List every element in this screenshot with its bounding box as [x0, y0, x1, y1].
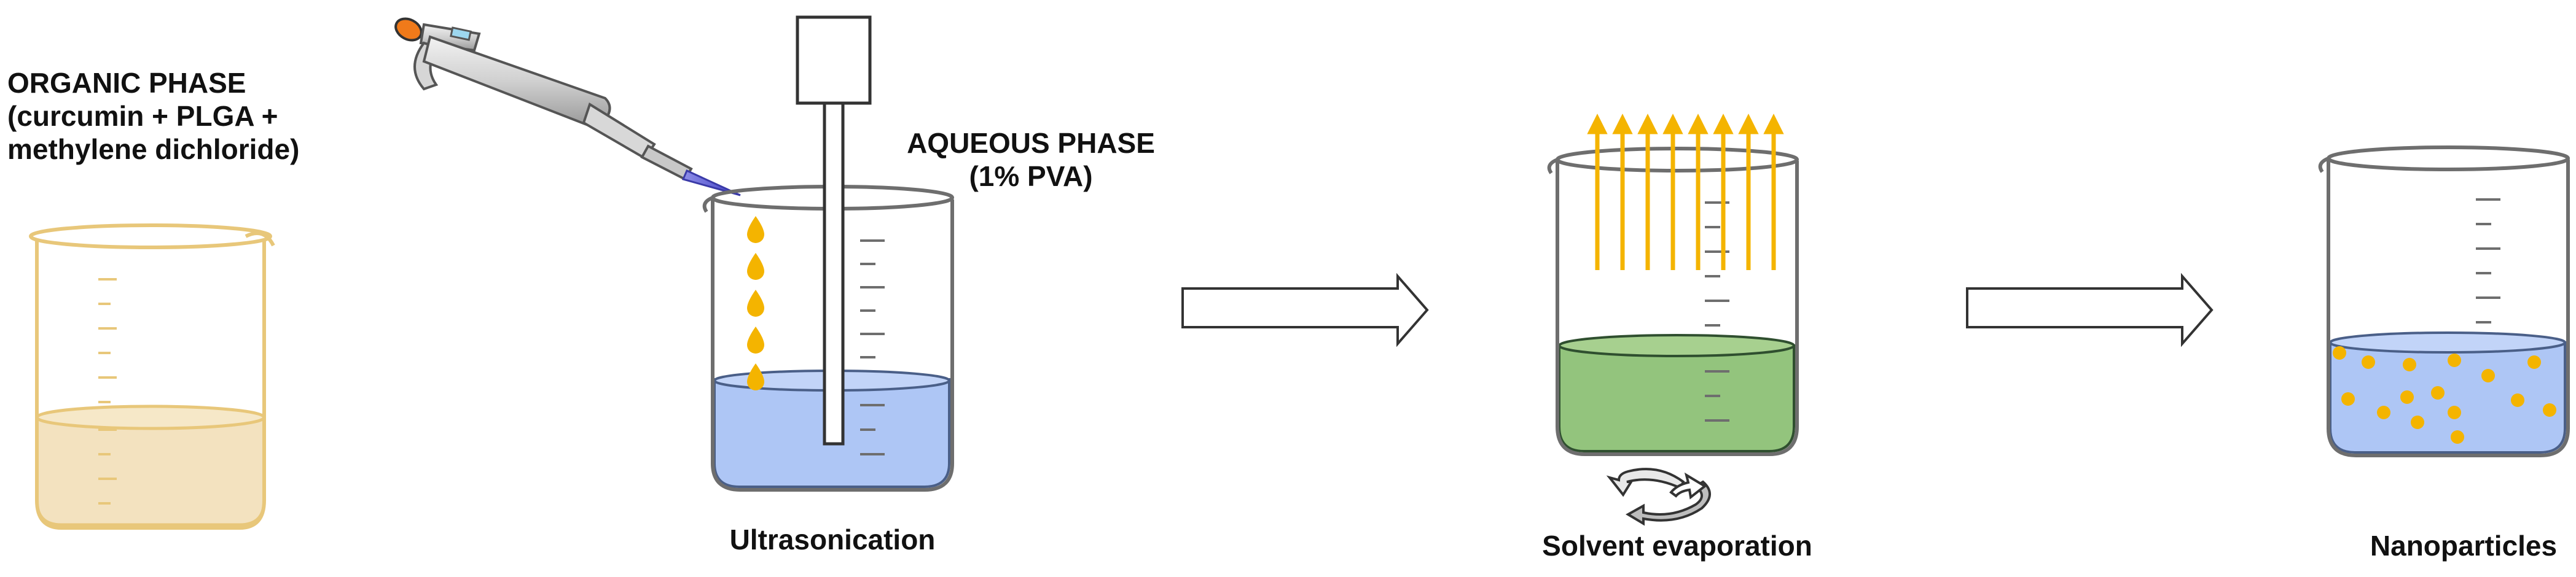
process-arrow-icon [1966, 273, 2214, 347]
nanoparticle-beaker [2318, 145, 2570, 457]
droplet [747, 363, 764, 390]
nanoparticle [2333, 346, 2346, 360]
droplet [747, 216, 764, 243]
pipette-tip [681, 169, 741, 196]
nanoparticle [2451, 430, 2464, 444]
nanoparticle [2403, 358, 2416, 371]
pipette-icon [394, 17, 741, 196]
evaporation-beaker [1547, 147, 1799, 456]
solvent-evaporation-label: Solvent evaporation [1542, 530, 1812, 562]
aqueous-phase-line1: AQUEOUS PHASE [907, 127, 1155, 159]
nanoparticle [2481, 369, 2495, 382]
droplet [747, 290, 764, 317]
pipette-button [394, 17, 423, 42]
nanoparticle [2511, 393, 2524, 407]
nanoparticle-liquid [2329, 341, 2566, 454]
process-arrow-icon [1181, 273, 1429, 347]
nanoparticles-label: Nanoparticles [2370, 530, 2558, 562]
nanoparticle [2411, 416, 2424, 429]
nanoparticle [2527, 355, 2541, 369]
nanoparticle [2400, 390, 2414, 404]
nanoparticle [2431, 386, 2445, 400]
organic-phase-line3: methylene dichloride) [7, 133, 300, 165]
nanoparticle [2448, 406, 2461, 419]
organic-phase-line1: ORGANIC PHASE [7, 67, 246, 99]
organic-phase-line2: (curcumin + PLGA + [7, 100, 278, 132]
droplets [747, 216, 764, 390]
organic-phase-label: ORGANIC PHASE (curcumin + PLGA + methyle… [7, 66, 299, 166]
droplet [747, 327, 764, 354]
vapor-arrows [1587, 114, 1784, 270]
ultrasonication-label: Ultrasonication [729, 524, 936, 556]
nanoparticle [2362, 355, 2375, 369]
organic-liquid [35, 416, 266, 527]
evaporation-liquid [1558, 344, 1795, 452]
nanoparticle [2543, 403, 2556, 417]
nanoparticle [2448, 354, 2461, 367]
nanoparticle [2341, 392, 2355, 406]
droplet [747, 253, 764, 280]
nanoparticles [2333, 346, 2556, 444]
rotation-arrows-icon [1606, 468, 1711, 526]
organic-beaker [29, 223, 275, 530]
sonicator-probe-icon [796, 15, 872, 446]
aqueous-phase-line2: (1% PVA) [969, 160, 1093, 192]
nanoparticle [2377, 406, 2390, 419]
aqueous-phase-label: AQUEOUS PHASE (1% PVA) [890, 126, 1172, 193]
